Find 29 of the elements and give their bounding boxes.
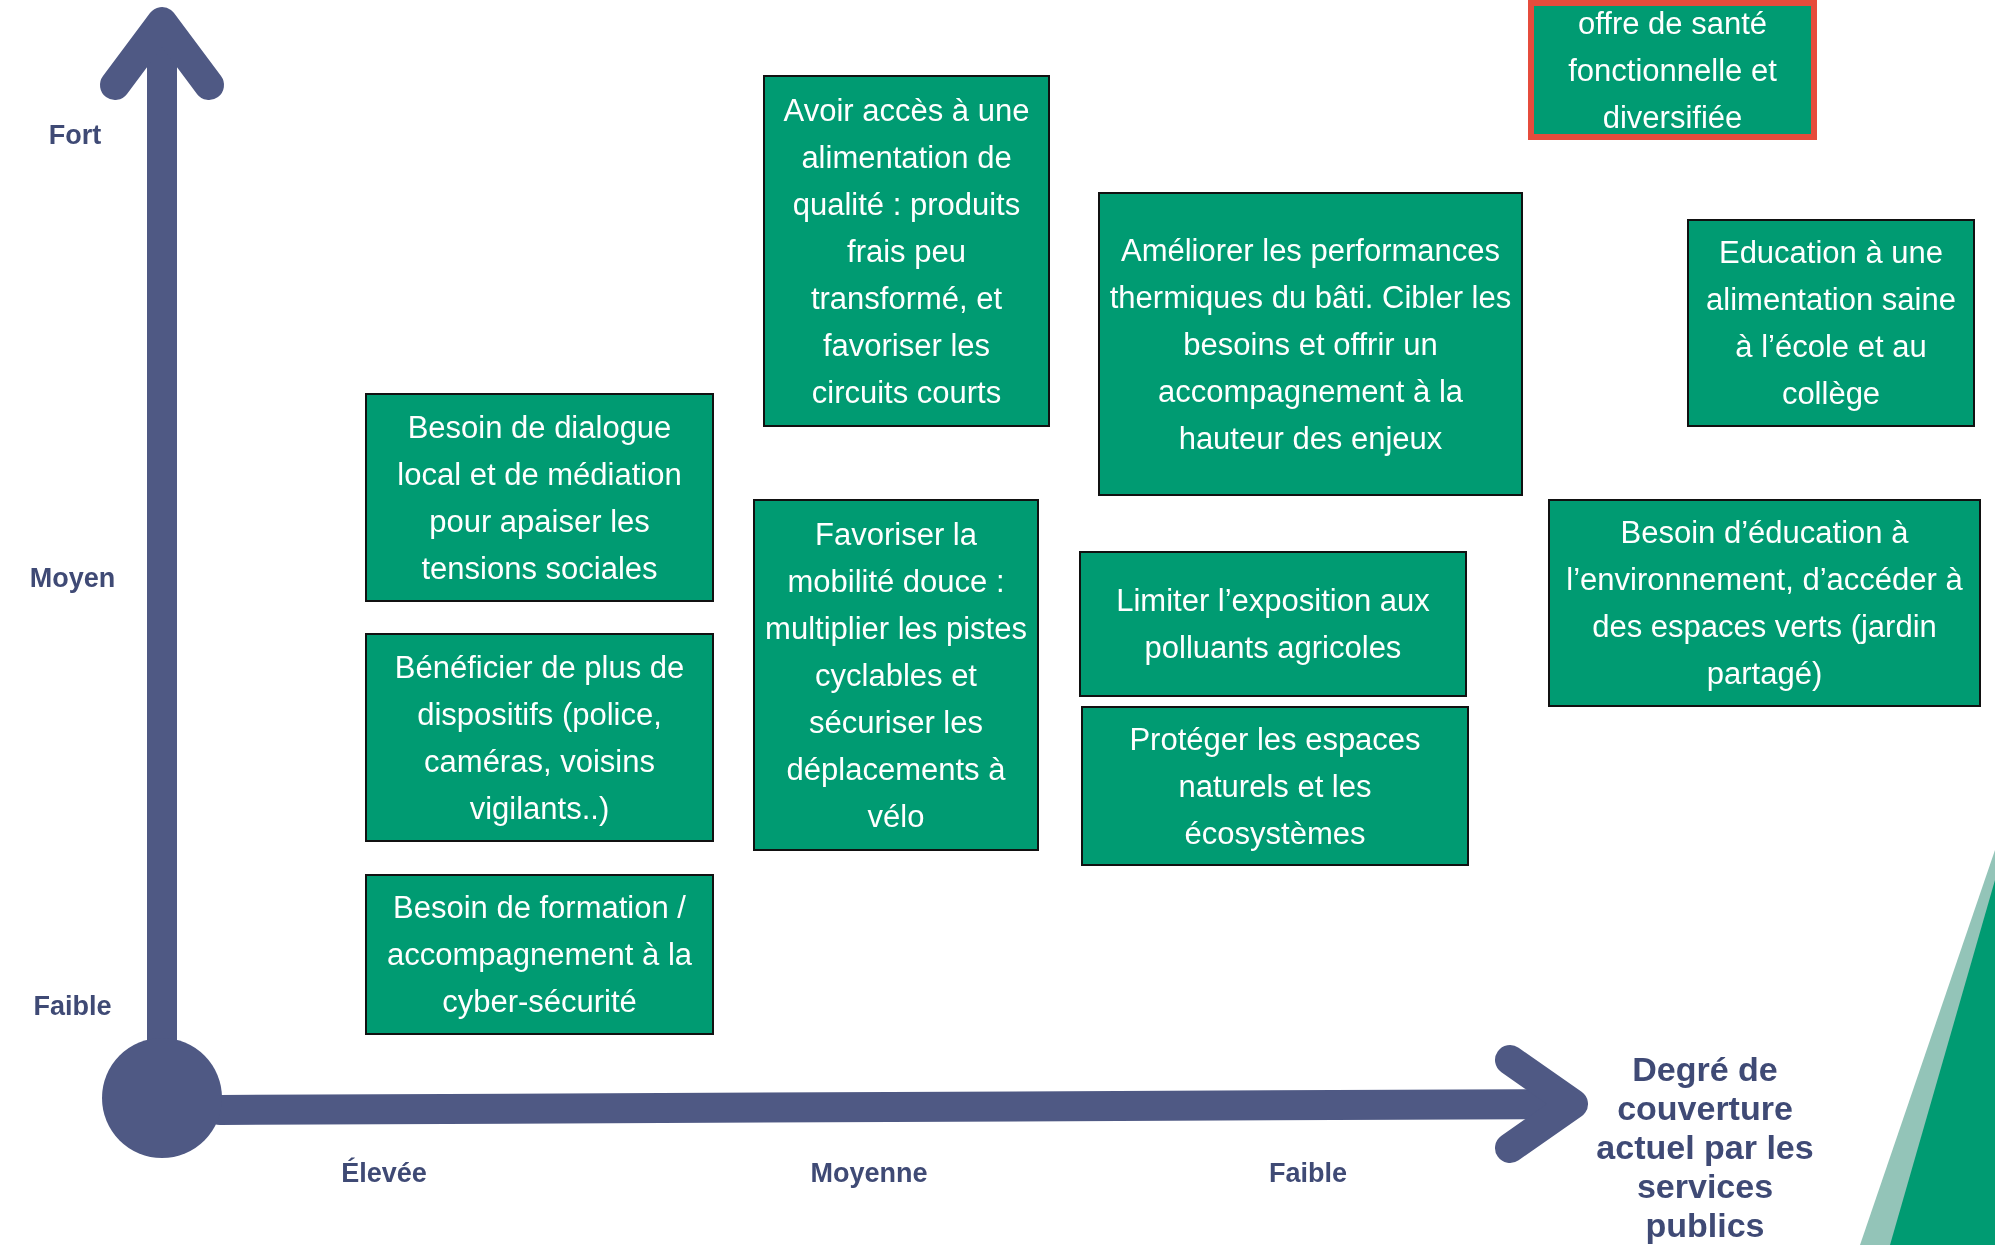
need-card (365, 393, 714, 602)
need-card (1079, 551, 1467, 697)
need-card (365, 874, 714, 1035)
need-text: Besoin d’éducation à l’environnement, d’accéder à des espaces verts (jardin partagé) (1565, 514, 1964, 693)
need-card (365, 633, 714, 842)
need-text: Education à une alimentation saine à l’école et au collège (1705, 234, 1957, 413)
need-text: Avoir accès à une alimentation de qualité : produits frais peu transformé, et favoriser les circuits courts (782, 91, 1031, 412)
y-axis-level: Faible (32, 991, 113, 1022)
need-card (753, 499, 1039, 851)
axis-title: Degré de couverture actuel par les services publics (1595, 1050, 1815, 1245)
need-text: Besoin de formation / accompagnement à la cyber-sécurité (386, 889, 693, 1021)
need-text: Besoin de dialogue local et de médiation pour apaiser les tensions sociales (396, 408, 683, 588)
need-card (1081, 706, 1469, 866)
y-axis-level: Moyen (28, 563, 117, 594)
need-text: Favoriser la mobilité douce : multiplier les pistes cyclables et sécuriser les déplacements à vélo (764, 515, 1028, 836)
x-axis-level: Moyenne (809, 1158, 929, 1189)
need-card (1548, 499, 1981, 707)
x-axis-level: Faible (1268, 1158, 1348, 1189)
need-text: Bénéficier de plus de dispositifs (police, caméras, voisins vigilants..) (393, 648, 686, 828)
y-axis-level: Fort (47, 120, 103, 151)
need-text: Limiter l’exposition aux polluants agricoles (1115, 582, 1431, 667)
need-text: offre de santé fonctionnelle et diversifiée (1567, 4, 1778, 137)
need-text: Améliorer les performances thermiques du bâti. Cibler les besoins et offrir un accompagnement à la hauteur des enjeux (1108, 231, 1513, 458)
need-card (1687, 219, 1975, 427)
x-axis-level: Élevée (340, 1158, 428, 1189)
need-card (763, 75, 1050, 427)
need-card (1528, 0, 1817, 140)
need-card (1098, 192, 1523, 496)
need-text: Protéger les espaces naturels et les écosystèmes (1128, 720, 1422, 853)
